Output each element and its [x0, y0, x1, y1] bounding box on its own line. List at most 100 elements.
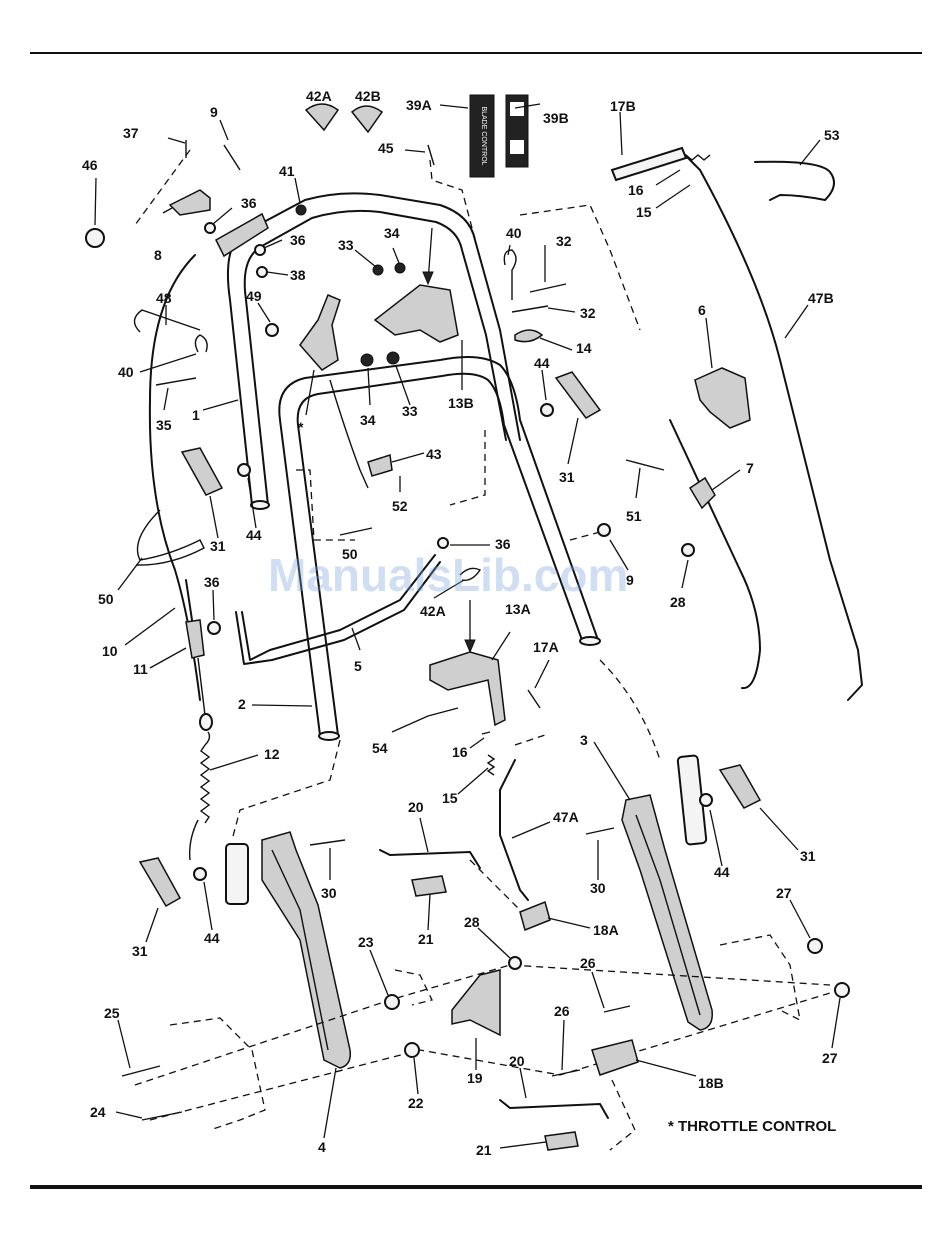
cable-eye — [199, 713, 213, 731]
label-13A: 13A — [505, 601, 531, 617]
deck-plate-right — [719, 934, 801, 1022]
clip-21-lower — [544, 1131, 579, 1151]
link-9 — [223, 144, 241, 171]
decal-39B-icon-top — [510, 102, 524, 116]
label-47B: 47B — [808, 290, 834, 306]
label-12: 12 — [264, 746, 280, 762]
label-8: 8 — [154, 247, 162, 263]
inner-handle-end-left — [318, 731, 340, 741]
bolt-30-lower-right — [585, 827, 615, 835]
label-13B: 13B — [448, 395, 474, 411]
spring-12 — [188, 744, 211, 861]
label-53: 53 — [824, 127, 840, 143]
label-42B: 42B — [355, 88, 381, 104]
bolt-32-a — [529, 283, 567, 293]
label-5: 5 — [354, 658, 362, 674]
leader-lines — [94, 103, 841, 1149]
label-46: 46 — [82, 157, 98, 173]
label-27-b: 27 — [822, 1050, 838, 1066]
label-21-a: 21 — [418, 931, 434, 947]
bolt-26-b — [551, 1069, 581, 1077]
label-30-a: 30 — [321, 885, 337, 901]
nut-27-a — [807, 938, 823, 954]
assembly-line-f — [429, 159, 473, 229]
mount-bracket-6 — [694, 367, 751, 429]
label-39B: 39B — [543, 110, 569, 126]
arrow-13B-head — [422, 271, 434, 286]
label-33-b: 33 — [402, 403, 418, 419]
label-16-mid: 16 — [452, 744, 468, 760]
cable-dashed-top — [134, 149, 191, 226]
label-throttle-star: * — [298, 419, 304, 435]
throttle-cable-inner — [329, 379, 369, 489]
cable-10-end — [197, 657, 206, 716]
control-rod-47B — [681, 151, 863, 701]
upper-handle-outer — [226, 192, 521, 506]
label-25: 25 — [104, 1005, 120, 1021]
cable-tie-50 — [135, 509, 205, 566]
nut-9 — [597, 523, 611, 537]
nut-28-a — [681, 543, 695, 557]
clip-53 — [754, 160, 835, 201]
label-47A: 47A — [553, 809, 579, 825]
inner-handle-edge — [296, 372, 583, 736]
label-31-b: 31 — [210, 538, 226, 554]
rod-47A — [499, 759, 529, 901]
nut-34-a — [394, 262, 406, 274]
lower-bracket-right — [621, 794, 713, 1031]
label-40-a: 40 — [506, 225, 522, 241]
label-17B: 17B — [610, 98, 636, 114]
label-33-a: 33 — [338, 237, 354, 253]
nut-36-d — [207, 621, 221, 635]
decal-39A-text: BLADE CONTROL — [480, 106, 487, 165]
grommet-46 — [85, 228, 105, 248]
label-23: 23 — [358, 934, 374, 950]
knob-31-lower-right — [718, 764, 762, 809]
label-31-d: 31 — [132, 943, 148, 959]
throttle-cable — [669, 419, 761, 690]
label-40-b: 40 — [118, 364, 134, 380]
bolt-51 — [625, 459, 665, 471]
label-36-c: 36 — [495, 536, 511, 552]
bolt-54 — [427, 707, 459, 717]
knob-31-lower-left — [138, 857, 182, 908]
bracket-13B — [373, 284, 459, 343]
bracket-19 — [451, 969, 501, 1037]
nut-28-b — [508, 956, 522, 970]
label-16-top: 16 — [628, 182, 644, 198]
spring-hook-top — [204, 731, 211, 746]
assembly-line-h — [514, 734, 546, 746]
nut-33-b — [386, 351, 400, 365]
nut-33-a — [372, 264, 384, 276]
label-31-a: 31 — [559, 469, 575, 485]
assembly-line-b — [599, 659, 661, 761]
label-17A: 17A — [533, 639, 559, 655]
label-34-b: 34 — [360, 412, 376, 428]
label-36-b: 36 — [290, 232, 306, 248]
inner-handle — [278, 355, 599, 736]
plug-41 — [295, 204, 307, 216]
knob-31-left — [180, 447, 224, 496]
part-labels: 42A 42B 39A 39B 17B 53 9 37 45 46 41 36 … — [82, 88, 840, 1158]
bolt-24 — [141, 1111, 183, 1121]
label-32-a: 32 — [556, 233, 572, 249]
clip-14 — [514, 329, 544, 343]
nut-27-b — [834, 982, 850, 998]
nut-34-b — [360, 353, 374, 367]
label-38: 38 — [290, 267, 306, 283]
label-22: 22 — [408, 1095, 424, 1111]
label-10: 10 — [102, 643, 118, 659]
decal-39A — [469, 94, 495, 178]
inner-handle-end-right — [579, 636, 601, 646]
spring-15-lower — [486, 754, 496, 776]
assembly-line-c — [231, 739, 341, 841]
lower-bracket-left-edge — [271, 849, 329, 1051]
label-26-b: 26 — [554, 1003, 570, 1019]
label-32-b: 32 — [580, 305, 596, 321]
upper-handle-outer-inner-edge — [243, 209, 507, 506]
label-11: 11 — [133, 661, 148, 677]
label-50-a: 50 — [98, 591, 114, 607]
washer-44-c — [193, 867, 207, 881]
label-49: 49 — [246, 288, 262, 304]
